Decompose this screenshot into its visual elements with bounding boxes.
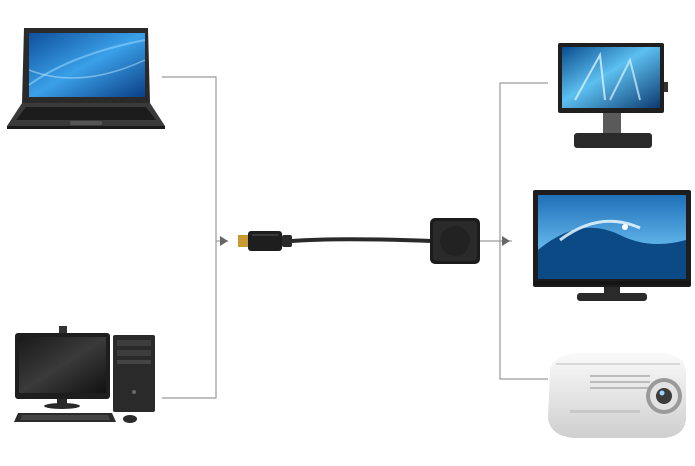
outputs-connector-line bbox=[499, 82, 548, 380]
displayport-adapter-icon bbox=[238, 218, 480, 264]
source-arrow-icon bbox=[220, 236, 228, 246]
laptop-connector-line bbox=[162, 76, 217, 399]
laptop-icon bbox=[7, 28, 165, 129]
desktop-pc-icon bbox=[14, 326, 155, 423]
computer-monitor-icon bbox=[558, 43, 668, 148]
output-arrow-icon bbox=[502, 236, 510, 246]
widescreen-tv-icon bbox=[533, 190, 691, 301]
projector-icon bbox=[548, 353, 686, 438]
